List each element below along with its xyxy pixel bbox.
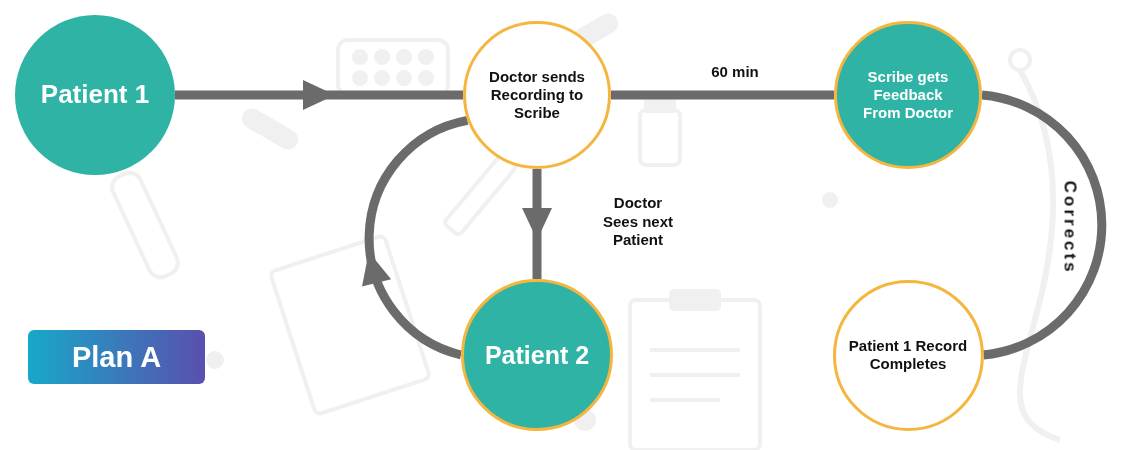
process-circle: Scribe gets Feedback From Doctor [834, 21, 982, 169]
node-label: Scribe gets Feedback From Doctor [858, 68, 958, 122]
node-label: Patient 1 Record Completes [843, 337, 973, 373]
badge-shape [28, 330, 205, 384]
node-text-group: Scribe gets Feedback From Doctor [858, 68, 958, 122]
node-text-group: Patient 1 Record Completes [843, 337, 973, 373]
circle-shape [834, 281, 982, 429]
medical-items [108, 11, 1060, 450]
process-circle: Patient 1 Record Completes [833, 280, 984, 431]
flow-connector [611, 91, 834, 100]
circle-shape [463, 281, 612, 430]
plan-badge: Plan A [28, 330, 205, 384]
node-text-group: Doctor sends Recording to Scribe [482, 68, 592, 122]
patient-circle: Patient 1 [15, 15, 175, 175]
node-label: Patient 1 [41, 79, 149, 110]
node-text-group: Patient 2 [485, 340, 589, 370]
arrow-head [522, 208, 552, 240]
flow-connector [369, 120, 467, 355]
node-label: Patient 2 [485, 340, 589, 370]
edge-label: 60 min [711, 63, 759, 82]
node-label: Doctor sends Recording to Scribe [482, 68, 592, 122]
process-circle: Doctor sends Recording to Scribe [463, 21, 611, 169]
patient-circle: Patient 2 [461, 279, 613, 431]
flow-connector [982, 95, 1102, 355]
edge-label: Doctor Sees next Patient [598, 194, 678, 250]
node-label: Plan A [72, 340, 161, 375]
arrow-head [362, 252, 391, 287]
circle-shape [15, 15, 175, 175]
edge-label: Corrects [1059, 179, 1080, 277]
node-text-group: Patient 1 [41, 79, 149, 110]
circle-shape [465, 23, 610, 168]
node-text-group: Plan A [72, 340, 161, 375]
arrow-head [303, 80, 335, 110]
circle-shape [836, 23, 981, 168]
